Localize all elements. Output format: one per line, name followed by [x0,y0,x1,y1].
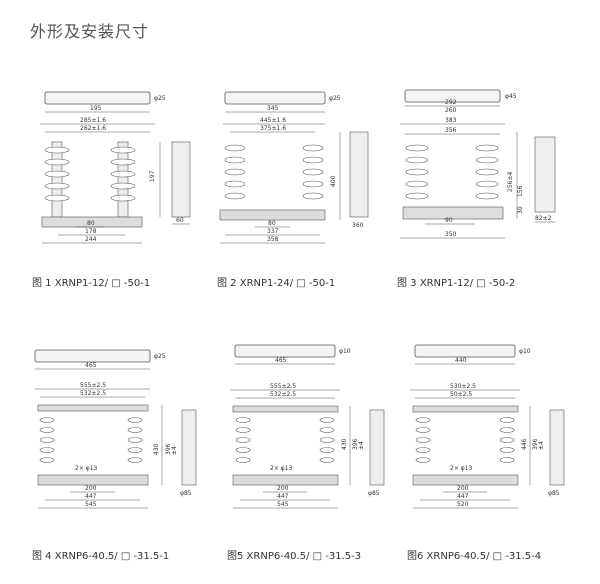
dim-inner-span: 50±2.5 [450,391,472,398]
dim-mount1: 200 [457,485,469,492]
dim-inner-span: 532±2.5 [270,391,296,398]
dim-inner-span: 356 [445,127,457,134]
dim-holes: 2× φ13 [450,465,473,472]
dim-tol: ±4 [538,441,545,450]
dim-fuse-dia: φ25 [154,353,166,360]
dim-height: 197 [149,170,156,182]
dim-side-w: φ85 [368,490,380,497]
dim-top-span: 555±2.5 [80,382,106,389]
dim-inner-span: 262±1.6 [80,125,106,132]
dim-mount1: 90 [445,217,453,224]
dim-mount1: 200 [277,485,289,492]
dim-tol: ±4 [171,446,178,455]
figure-caption-6: 图6 XRNP6-40.5/ □ -31.5-4 [407,551,542,562]
dim-height: 430 [341,438,348,450]
dim-side-w: 60 [176,217,184,224]
dim-fuse-length2: 260 [445,107,457,114]
dim-height: 256±4 [507,172,514,192]
dim-fuse-length: 465 [275,357,287,364]
dim-mount2: 178 [85,228,97,235]
figure-caption-1: 图 1 XRNP1-12/ □ -50-1 [32,278,151,289]
dim-height: 430 [153,443,160,455]
page-title: 外形及安装尺寸 [30,22,150,41]
dim-mount2: 337 [267,228,279,235]
figure-3: 292 260 φ45 383 356 90 350 256±4 156 30 … [395,82,575,289]
dim-side-w: φ85 [180,490,192,497]
dim-fuse-dia: φ10 [519,348,531,355]
drawing-4: 465 φ25 555±2.5 532±2.5 2× φ13 200 447 5… [34,349,197,509]
dim-mount2: 447 [277,493,289,500]
dim-mount1: 80 [268,220,276,227]
figure-2: 345 φ25 445±1.6 375±1.6 80 337 358 400 3… [215,82,395,289]
figure-caption-2: 图 2 XRNP1-24/ □ -50-1 [217,278,336,289]
dim-fuse-length: 345 [267,105,279,112]
dim-tol: ±4 [358,441,365,450]
dim-h2: 396 [165,443,172,455]
dim-mount1: 80 [87,220,95,227]
dim-base: 545 [277,501,289,508]
drawing-3: 292 260 φ45 383 356 90 350 256±4 156 30 … [400,89,556,239]
dim-inner-span: 532±2.5 [80,390,106,397]
figure-caption-3: 图 3 XRNP1-12/ □ -50-2 [397,278,516,289]
dim-top-span: 383 [445,117,457,124]
dim-fuse-length: 195 [90,105,102,112]
figure-5: 465 φ10 555±2.5 532±2.5 2× φ13 200 447 5… [225,340,405,562]
dim-top-span: 285±1.6 [80,117,106,124]
dim-h2: 156 [517,185,524,197]
dim-base: 358 [267,236,279,243]
figure-caption-4: 图 4 XRNP6-40.5/ □ -31.5-1 [32,551,170,562]
dim-base: 520 [457,501,469,508]
dim-fuse-dia: φ45 [505,93,517,100]
dim-height: 400 [330,175,337,187]
dim-fuse-dia: φ25 [154,95,166,102]
dim-fuse-dia: φ10 [339,348,351,355]
dim-inner-span: 375±1.6 [260,125,286,132]
dim-side-w: 360 [352,222,364,229]
dim-top-span: 555±2.5 [270,383,296,390]
dim-side-w: φ85 [548,490,560,497]
dim-h3: 30 [517,206,524,214]
dim-holes: 2× φ13 [75,465,98,472]
dim-fuse-length: 465 [85,362,97,369]
dim-holes: 2× φ13 [270,465,293,472]
dim-base: 545 [85,501,97,508]
drawing-6: 440 φ10 530±2.5 50±2.5 2× φ13 200 447 52… [410,344,565,509]
drawing-5: 465 φ10 555±2.5 532±2.5 2× φ13 200 447 5… [230,344,385,509]
dim-fuse-length: 292 [445,99,457,106]
dim-base: 244 [85,236,97,243]
dim-mount1: 200 [85,485,97,492]
drawing-2: 345 φ25 445±1.6 375±1.6 80 337 358 400 3… [219,91,369,244]
dim-height: 446 [521,438,528,450]
figure-4: 465 φ25 555±2.5 532±2.5 2× φ13 200 447 5… [30,345,210,562]
dim-top-span: 530±2.5 [450,383,476,390]
figure-6: 440 φ10 530±2.5 50±2.5 2× φ13 200 447 52… [405,340,585,562]
dim-h2: 396 [532,438,539,450]
dim-fuse-length: 440 [455,357,467,364]
dim-mount2: 447 [85,493,97,500]
dim-h2: 396 [352,438,359,450]
dim-mount2: 447 [457,493,469,500]
dim-top-span: 445±1.6 [260,117,286,124]
dim-side-w: 82±2 [535,215,552,222]
dim-base: 350 [445,231,457,238]
drawing-1: 195 φ25 285±1.6 262±1.6 80 178 244 197 6… [40,91,191,244]
dim-fuse-dia: φ25 [329,95,341,102]
figure-caption-5: 图5 XRNP6-40.5/ □ -31.5-3 [227,551,362,562]
figure-1: 195 φ25 285±1.6 262±1.6 80 178 244 197 6… [30,82,210,289]
